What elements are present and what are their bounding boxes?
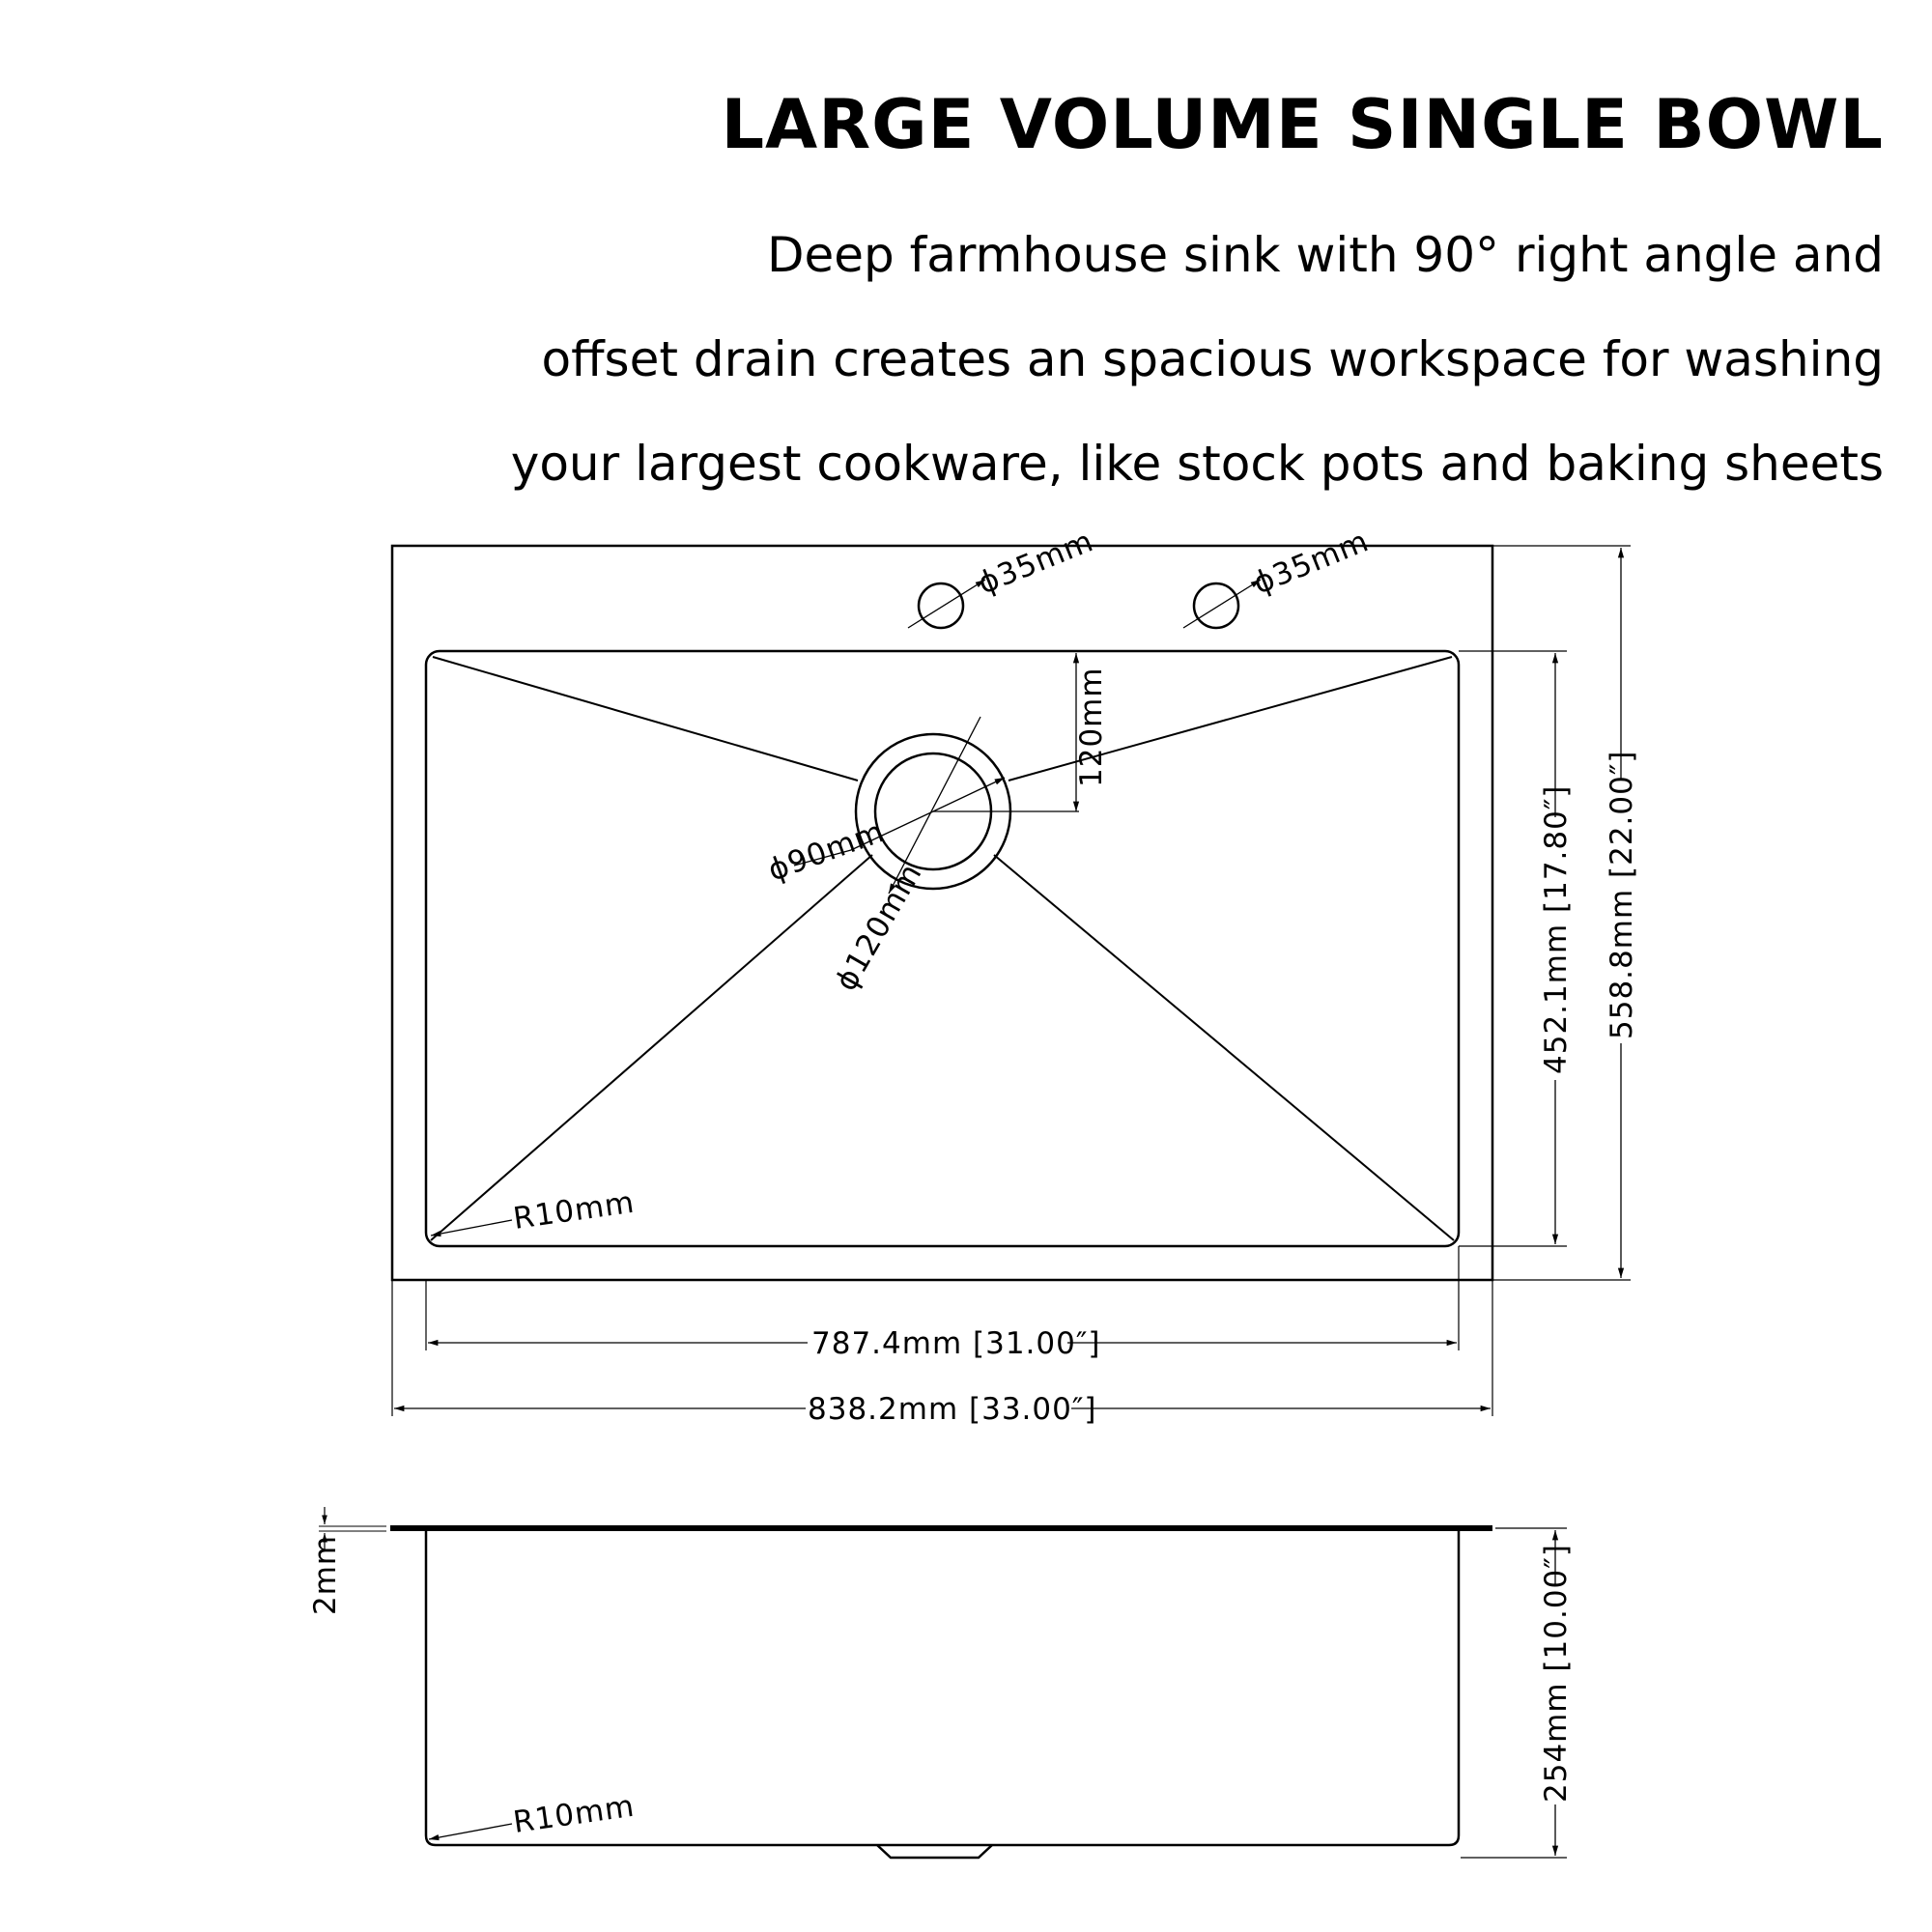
bowl-depth-label: 254mm [10.00″]: [1539, 1544, 1574, 1803]
description-line-1: Deep farmhouse sink with 90° right angle…: [767, 227, 1884, 283]
drain-offset-label: 120mm: [1074, 667, 1109, 787]
drain-outer-diameter-label: ϕ120mm: [829, 858, 929, 997]
page-title: LARGE VOLUME SINGLE BOWL: [721, 85, 1884, 164]
description-line-2: offset drain creates an spacious workspa…: [541, 331, 1884, 387]
faucet-hole-right-label: ϕ35mm: [1249, 524, 1375, 601]
faucet-hole-left: [917, 582, 965, 630]
overall-length-label: 558.8mm [22.00″]: [1605, 750, 1639, 1039]
faucet-hole-right: [1192, 582, 1240, 630]
side-view-labels: 2mm 254mm [10.00″] R10mm: [308, 1535, 1574, 1840]
faucet-hole-left-label: ϕ35mm: [974, 524, 1099, 601]
top-view-labels: ϕ35mm ϕ35mm 120mm ϕ90mm ϕ120mm R10mm 787…: [511, 524, 1639, 1427]
top-view: [390, 544, 1631, 1416]
corner-radius-label: R10mm: [511, 1185, 637, 1236]
description: Deep farmhouse sink with 90° right angle…: [435, 203, 1884, 516]
overall-width-label: 838.2mm [33.00″]: [808, 1392, 1097, 1427]
side-corner-radius-label: R10mm: [511, 1789, 637, 1840]
side-view: [319, 1507, 1567, 1860]
description-line-3: your largest cookware, like stock pots a…: [510, 436, 1884, 492]
bowl-length-label: 452.1mm [17.80″]: [1539, 784, 1574, 1074]
bowl-width-label: 787.4mm [31.00″]: [811, 1326, 1101, 1361]
drain-inner-diameter-label: ϕ90mm: [763, 814, 889, 889]
bowl-outline: [424, 649, 1461, 1248]
deck-thickness-label: 2mm: [308, 1535, 343, 1615]
sink-outer-outline: [390, 544, 1494, 1282]
drain-outlet: [876, 1844, 993, 1860]
bowl-profile: [424, 1531, 1461, 1847]
